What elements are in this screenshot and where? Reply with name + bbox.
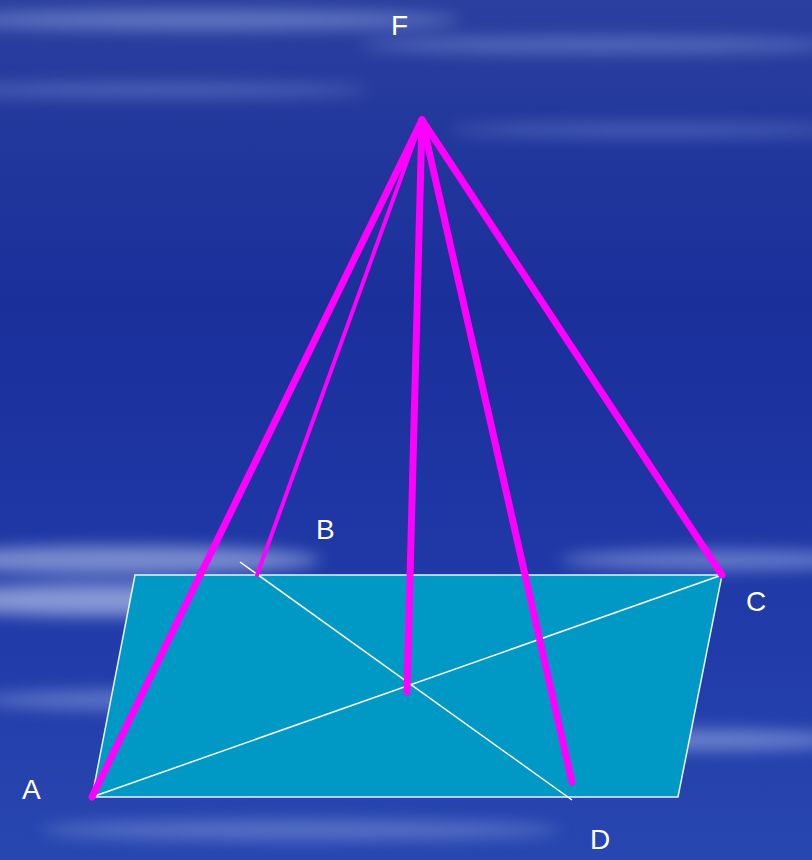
vertex-label: F — [391, 12, 408, 40]
vertex-label: A — [22, 776, 41, 804]
lateral-edges — [92, 120, 722, 797]
vertex-label: C — [746, 588, 766, 616]
vertex-label: D — [590, 826, 610, 854]
vertex-label: B — [316, 516, 335, 544]
cloud-streaks — [0, 10, 812, 840]
